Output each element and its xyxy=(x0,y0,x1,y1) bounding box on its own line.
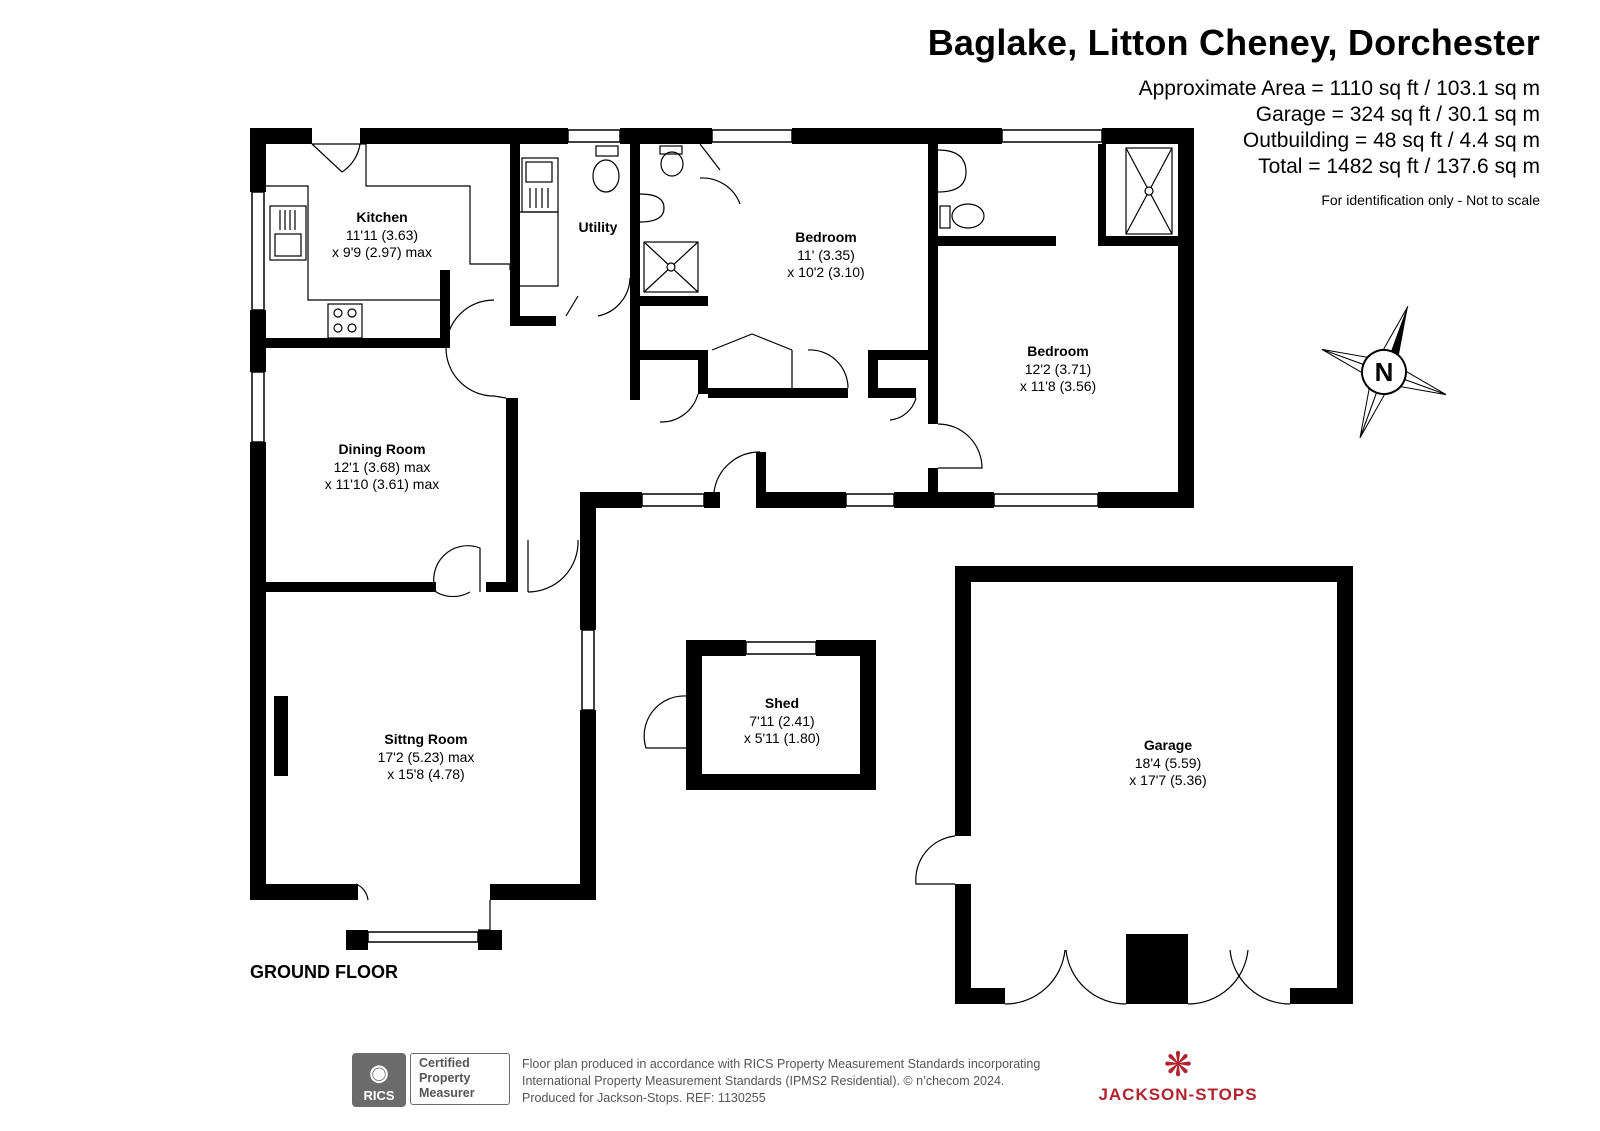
footer-notes: Floor plan produced in accordance with R… xyxy=(522,1056,1040,1107)
room-sitting-dim-1: 17'2 (5.23) max xyxy=(378,749,475,765)
certified-line-3: Measurer xyxy=(419,1086,475,1100)
brand-emblem-icon: ❋ xyxy=(1163,1046,1193,1084)
room-utility-name: Utility xyxy=(579,219,618,235)
room-garage-dim-1: 18'4 (5.59) xyxy=(1135,755,1202,771)
room-sitting-name: Sittng Room xyxy=(384,731,467,747)
footer-line-1: Floor plan produced in accordance with R… xyxy=(522,1057,1041,1071)
room-kitchen-dim-2: x 9'9 (2.97) max xyxy=(332,244,432,260)
area-approximate: Approximate Area = 1110 sq ft / 103.1 sq… xyxy=(1138,77,1540,100)
room-sitting-dim-2: x 15'8 (4.78) xyxy=(387,766,464,782)
room-garage-dim-2: x 17'7 (5.36) xyxy=(1129,772,1206,788)
room-utility: Utility xyxy=(579,219,618,235)
plan-title: Baglake, Litton Cheney, Dorchester xyxy=(927,22,1540,63)
room-bedroom-2-dim-2: x 11'8 (3.56) xyxy=(1020,378,1096,394)
room-dining-name: Dining Room xyxy=(338,441,425,457)
rics-badge: ◉ RICS Certified Property Measurer xyxy=(352,1053,512,1107)
room-shed-dim-2: x 5'11 (1.80) xyxy=(744,730,820,746)
room-dining-dim-1: 12'1 (3.68) max xyxy=(334,459,431,475)
room-bedroom-2-name: Bedroom xyxy=(1027,343,1088,359)
windows xyxy=(251,129,1103,943)
brand-name: JACKSON-STOPS xyxy=(1098,1085,1258,1104)
room-dining-dim-2: x 11'10 (3.61) max xyxy=(325,476,439,492)
rics-logo-label: RICS xyxy=(363,1088,395,1103)
certified-line-1: Certified xyxy=(419,1056,470,1070)
room-bedroom-1-dim-2: x 10'2 (3.10) xyxy=(787,264,864,280)
north-compass-icon: N xyxy=(1321,305,1447,439)
room-bedroom-2-dim-1: 12'2 (3.71) xyxy=(1025,361,1092,377)
floor-label: GROUND FLOOR xyxy=(250,962,398,982)
area-summary: Approximate Area = 1110 sq ft / 103.1 sq… xyxy=(1139,76,1540,180)
area-garage: Garage = 324 sq ft / 30.1 sq m xyxy=(1255,103,1540,126)
room-bedroom-1: Bedroom 11' (3.35) x 10'2 (3.10) xyxy=(787,229,864,280)
room-bedroom-1-name: Bedroom xyxy=(795,229,856,245)
compass-letter: N xyxy=(1375,357,1394,387)
jackson-stops-logo: ❋ JACKSON-STOPS xyxy=(1098,1045,1258,1105)
certified-line-2: Property xyxy=(419,1071,471,1085)
room-garage: Garage 18'4 (5.59) x 17'7 (5.36) xyxy=(1129,737,1206,788)
room-shed-dim-1: 7'11 (2.41) xyxy=(749,713,814,729)
room-dining: Dining Room 12'1 (3.68) max x 11'10 (3.6… xyxy=(325,441,439,492)
rics-logo-icon: ◉ RICS xyxy=(352,1053,406,1107)
room-kitchen-name: Kitchen xyxy=(356,209,407,225)
walls xyxy=(250,128,1353,1004)
disclaimer: For identification only - Not to scale xyxy=(1321,192,1540,208)
area-outbuilding: Outbuilding = 48 sq ft / 4.4 sq m xyxy=(1242,129,1540,152)
area-total: Total = 1482 sq ft / 137.6 sq m xyxy=(1258,155,1540,178)
footer-line-3: Produced for Jackson-Stops. REF: 1130255 xyxy=(522,1091,766,1105)
room-sitting: Sittng Room 17'2 (5.23) max x 15'8 (4.78… xyxy=(378,731,475,782)
certified-measurer-badge: Certified Property Measurer xyxy=(410,1053,510,1105)
fixtures-and-doors xyxy=(266,143,1291,1005)
room-kitchen: Kitchen 11'11 (3.63) x 9'9 (2.97) max xyxy=(332,209,432,260)
footer-line-2: International Property Measurement Stand… xyxy=(522,1074,1005,1088)
room-bedroom-2: Bedroom 12'2 (3.71) x 11'8 (3.56) xyxy=(1020,343,1096,394)
room-garage-name: Garage xyxy=(1144,737,1192,753)
room-kitchen-dim-1: 11'11 (3.63) xyxy=(346,227,418,243)
room-bedroom-1-dim-1: 11' (3.35) xyxy=(797,247,855,263)
room-shed-name: Shed xyxy=(765,695,799,711)
rics-lion-icon: ◉ xyxy=(369,1060,389,1085)
room-shed: Shed 7'11 (2.41) x 5'11 (1.80) xyxy=(744,695,820,746)
